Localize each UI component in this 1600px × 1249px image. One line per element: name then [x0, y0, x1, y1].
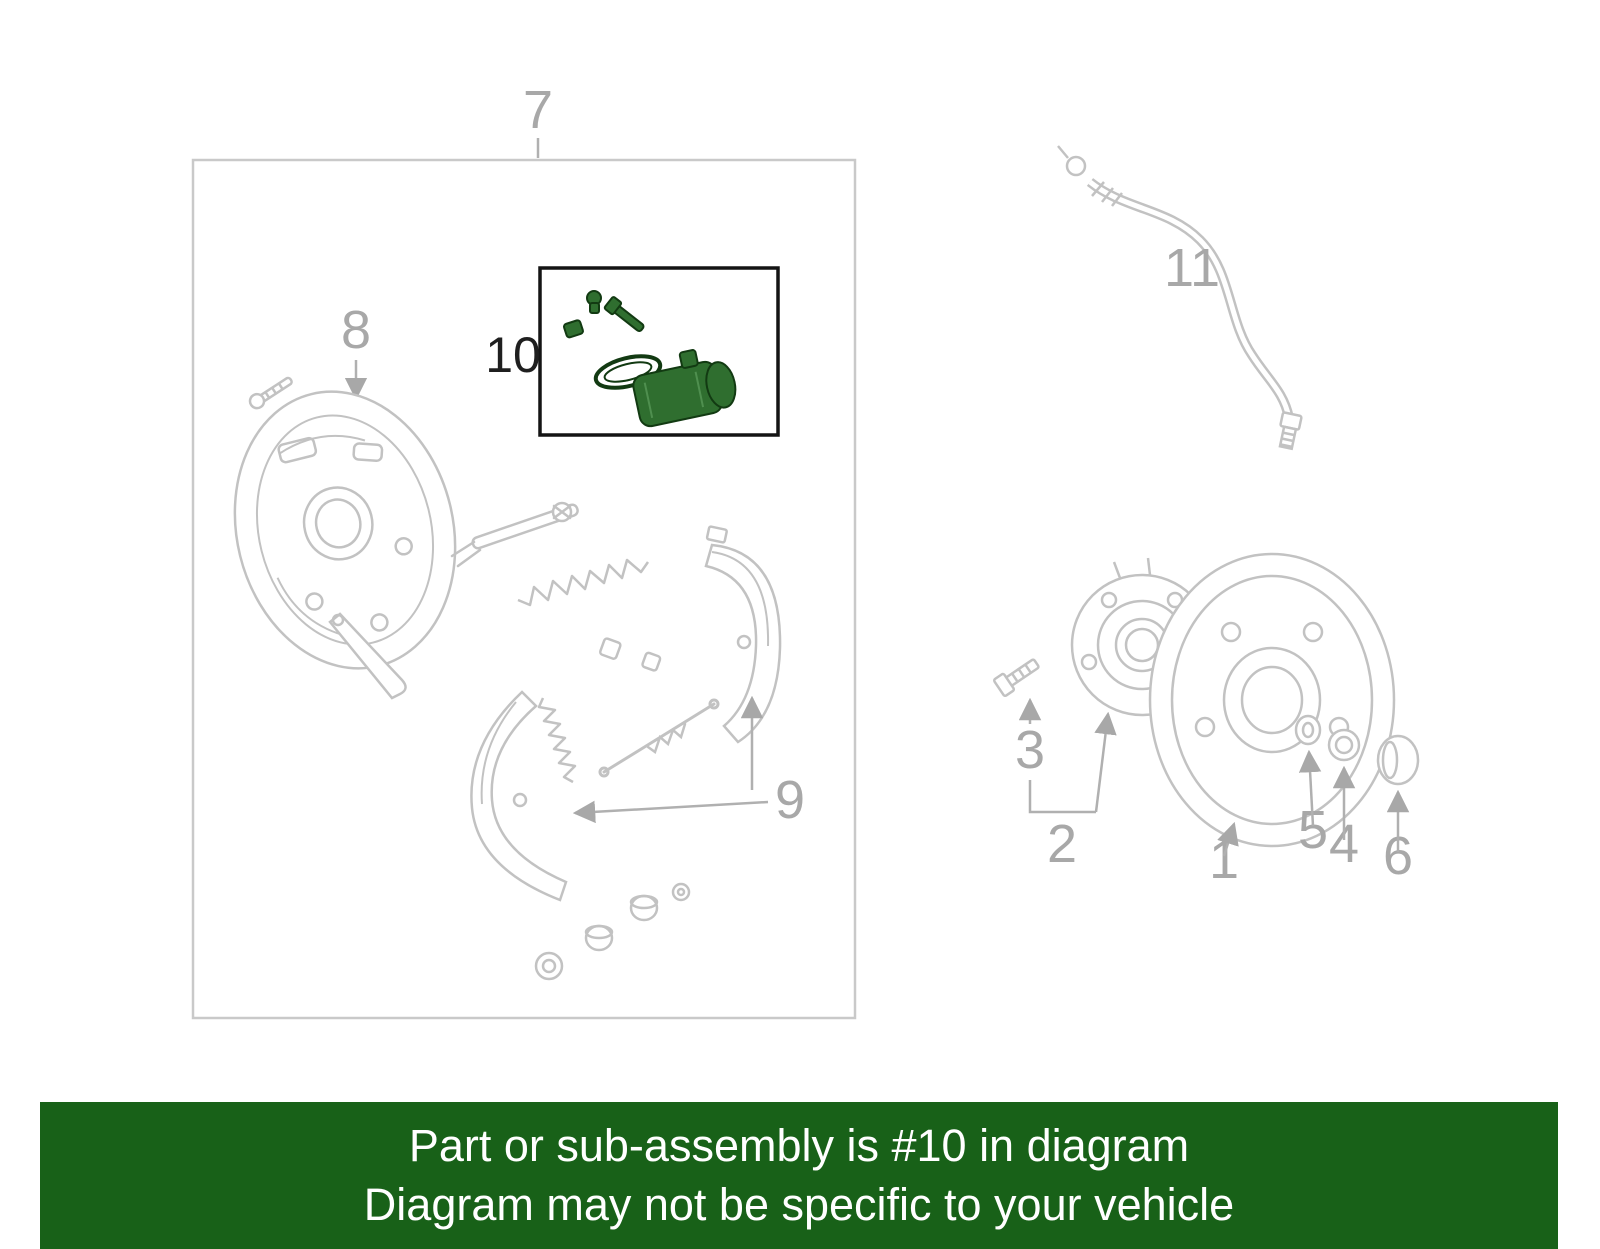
brake-shoe-left-drawing [470, 690, 568, 902]
return-spring-upper-drawing [517, 558, 650, 607]
label-3: 3 [1015, 720, 1045, 780]
label-7: 7 [523, 80, 553, 140]
info-banner: Part or sub-assembly is #10 in diagram D… [40, 1102, 1558, 1249]
backing-plate-drawing [233, 390, 457, 670]
drum-drawing [1148, 552, 1396, 848]
wheel-cylinder-drawing [563, 290, 737, 428]
label-10: 10 [485, 327, 541, 383]
label-1: 1 [1209, 830, 1239, 890]
brake-hose-drawing [1057, 145, 1303, 451]
parts-diagram: 7 8 10 [191, 80, 1420, 1020]
return-spring-lower-drawing [537, 697, 577, 784]
assembly-enclosure-box [191, 158, 857, 1020]
banner-line-2: Diagram may not be specific to your vehi… [363, 1178, 1235, 1230]
label-8: 8 [341, 300, 371, 360]
banner-line-1: Part or sub-assembly is #10 in diagram [408, 1120, 1190, 1172]
dust-cap-drawing [1376, 734, 1420, 786]
plate-screw-drawing [248, 376, 293, 410]
leader-1 [1217, 821, 1239, 857]
hold-down-hardware-drawing [534, 882, 691, 981]
brake-shoe-right-drawing [704, 525, 782, 744]
label-11: 11 [1164, 238, 1220, 298]
adjuster-rod-drawing [598, 698, 720, 778]
spindle-nut-drawing [1327, 728, 1361, 762]
parking-lever-drawing [328, 612, 407, 700]
bracket-2 [1028, 780, 1096, 814]
leader-2 [1094, 711, 1117, 813]
label-9: 9 [775, 770, 805, 830]
leader-5 [1298, 749, 1322, 827]
label-2: 2 [1047, 814, 1077, 874]
leader-9-left [572, 800, 769, 824]
hub-bolt-drawing [992, 658, 1040, 698]
adjuster-assembly-drawing [450, 501, 579, 568]
spacer-blocks-drawing [598, 637, 662, 672]
bearing-washer-drawing [1294, 714, 1322, 746]
